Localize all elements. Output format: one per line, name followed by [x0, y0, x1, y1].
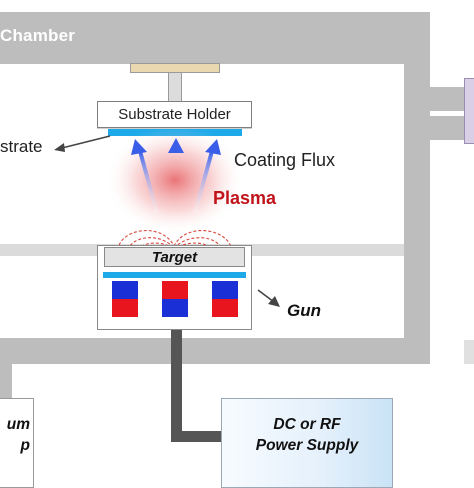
- power-supply-line1: DC or RF: [273, 416, 341, 433]
- vacuum-pump-box: [0, 398, 34, 488]
- chamber-wall-bottom: [0, 338, 430, 364]
- chamber-wall-right: [404, 12, 430, 364]
- substrate-holder-label: Substrate Holder: [118, 106, 231, 123]
- magnet-center: [162, 281, 188, 317]
- magnet-right: [212, 281, 238, 317]
- vacuum-pump-label: um p: [0, 414, 30, 456]
- gun-label: Gun: [287, 301, 321, 320]
- pipe-left-down: [0, 364, 12, 404]
- magnet-left: [112, 281, 138, 317]
- plasma-label: Plasma: [213, 188, 277, 208]
- target-backing-plate: [103, 272, 246, 278]
- pump-line2: p: [20, 437, 30, 454]
- flux-arrow-right: [193, 139, 221, 214]
- flux-arrow-center: [168, 138, 184, 213]
- power-supply-line2: Power Supply: [255, 437, 359, 454]
- pipe-right-upper: [404, 87, 466, 111]
- gun-arrow: [257, 289, 280, 307]
- holder-mount-plate: [130, 63, 220, 73]
- pump-line1: um: [6, 416, 30, 433]
- power-supply-box: [221, 398, 393, 488]
- power-cable-vertical: [171, 330, 182, 440]
- coating-flux-arrows: [131, 138, 221, 214]
- substrate-arrow: [54, 135, 111, 152]
- target-label: Target: [151, 248, 198, 266]
- coating-flux-label: Coating Flux: [234, 150, 336, 170]
- power-cable-horizontal: [171, 431, 223, 442]
- flux-arrow-left: [131, 139, 159, 214]
- chamber-wall-top: [0, 12, 430, 64]
- holder-stem: [168, 73, 182, 101]
- substrate-holder: Substrate Holder: [97, 101, 252, 128]
- substrate-label: strate: [0, 137, 43, 156]
- target: Target: [104, 247, 245, 267]
- chamber-title: Chamber: [0, 26, 76, 45]
- side-component: [464, 78, 474, 144]
- side-bar: [464, 340, 474, 364]
- pipe-right-lower: [404, 116, 466, 140]
- power-supply-label: DC or RF Power Supply: [221, 414, 393, 456]
